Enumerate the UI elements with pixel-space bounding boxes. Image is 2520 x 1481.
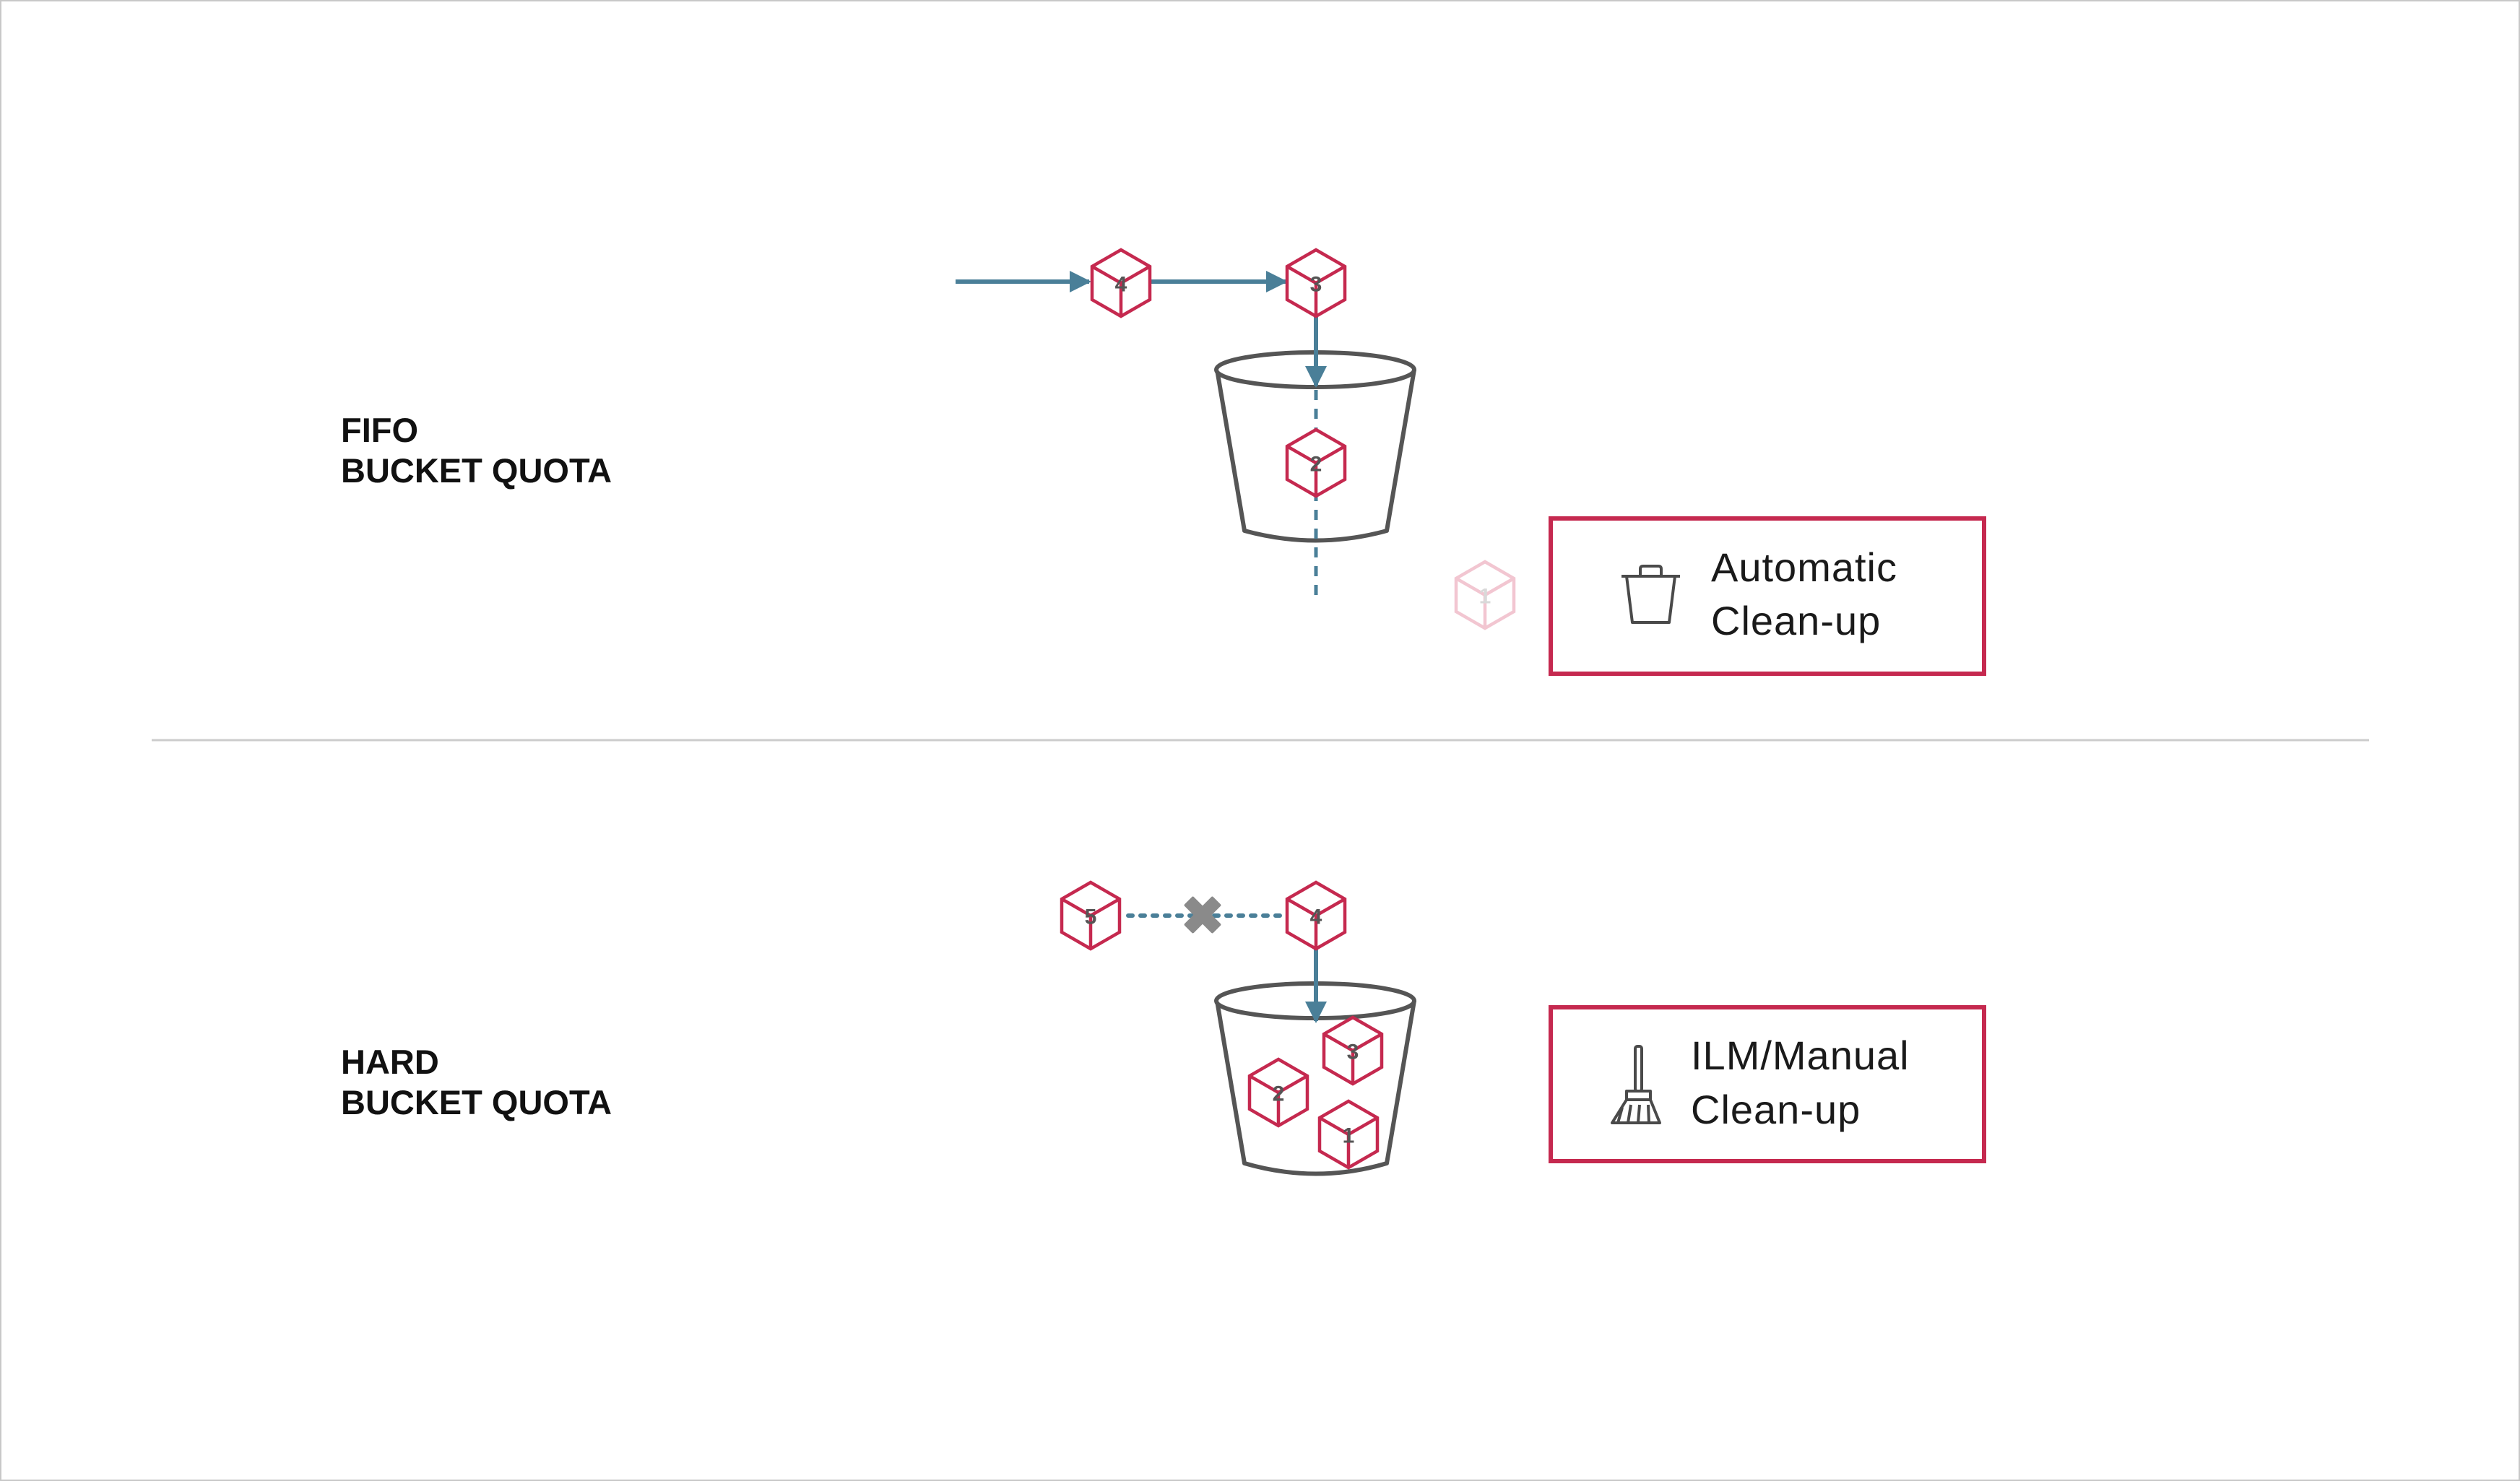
fifo-cube-1-evicted: 1 xyxy=(1454,560,1516,630)
hard-cube-4: 4 xyxy=(1285,880,1347,951)
fifo-title-line1: FIFO xyxy=(341,411,418,449)
svg-text:1: 1 xyxy=(1479,585,1491,609)
x-icon xyxy=(1184,896,1221,934)
fifo-cube-2: 2 xyxy=(1285,427,1347,498)
automatic-cleanup-line2: Clean-up xyxy=(1711,598,1881,643)
broom-icon xyxy=(1611,1045,1661,1124)
svg-text:2: 2 xyxy=(1273,1082,1285,1106)
ilm-manual-cleanup-line2: Clean-up xyxy=(1691,1087,1861,1132)
fifo-section: FIFO BUCKET QUOTA 4 3 xyxy=(341,248,1986,676)
hard-cube-1: 1 xyxy=(1317,1099,1380,1170)
svg-text:2: 2 xyxy=(1310,453,1322,477)
ilm-manual-cleanup-line1: ILM/Manual xyxy=(1691,1033,1910,1078)
hard-cube-3: 3 xyxy=(1322,1015,1384,1086)
hard-title-line2: BUCKET QUOTA xyxy=(341,1083,612,1121)
svg-text:4: 4 xyxy=(1310,905,1322,929)
svg-text:4: 4 xyxy=(1115,273,1127,297)
automatic-cleanup-line1: Automatic xyxy=(1711,544,1897,590)
svg-text:5: 5 xyxy=(1085,905,1097,929)
hard-cube-2: 2 xyxy=(1247,1057,1309,1128)
svg-text:3: 3 xyxy=(1347,1041,1359,1064)
ilm-manual-cleanup-box: ILM/Manual Clean-up xyxy=(1549,1005,1986,1163)
trash-icon xyxy=(1621,565,1680,624)
fifo-cube-4: 4 xyxy=(1090,248,1152,318)
hard-title-line1: HARD xyxy=(341,1043,439,1081)
hard-cube-5: 5 xyxy=(1060,880,1122,951)
fifo-title-line2: BUCKET QUOTA xyxy=(341,451,612,490)
svg-text:1: 1 xyxy=(1343,1124,1355,1148)
fifo-cube-3: 3 xyxy=(1285,248,1347,318)
automatic-cleanup-box: Automatic Clean-up xyxy=(1549,516,1986,676)
hard-section: HARD BUCKET QUOTA 5 4 xyxy=(341,880,1986,1176)
svg-text:3: 3 xyxy=(1310,273,1322,297)
